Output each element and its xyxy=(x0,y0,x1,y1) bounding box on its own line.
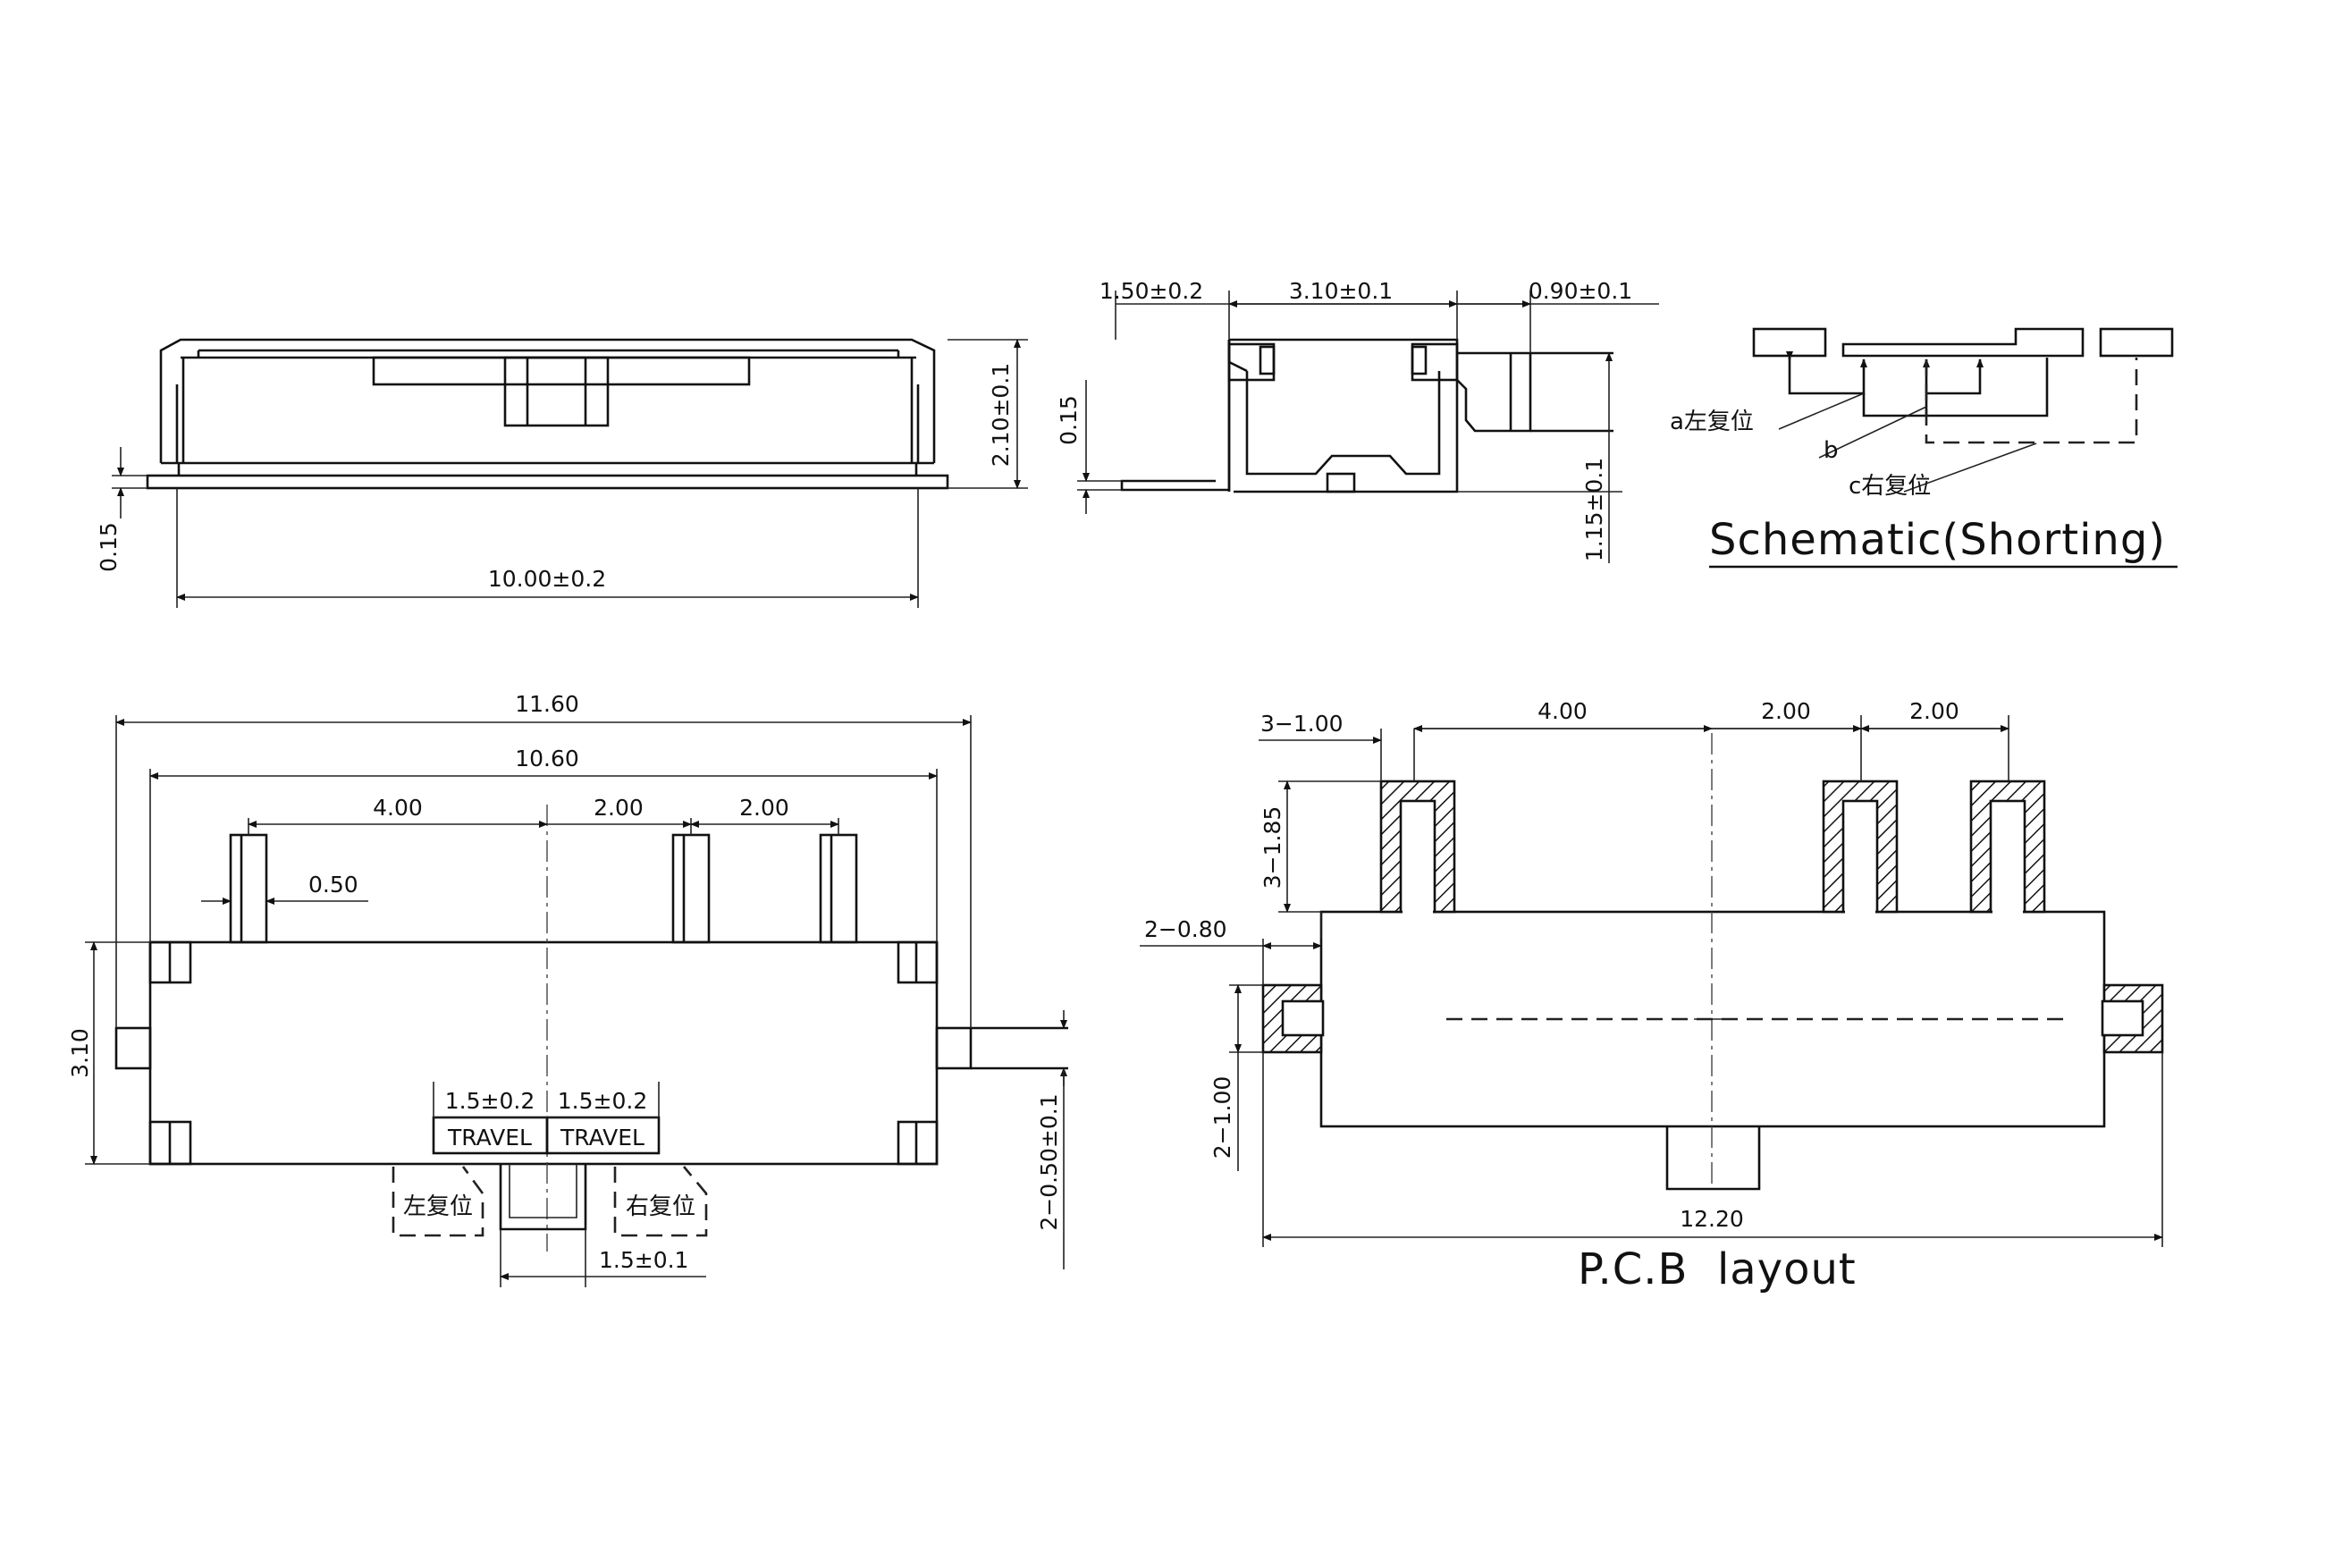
end-base-dim: 0.15 xyxy=(1056,395,1082,445)
pcb-title: P.C.B layout xyxy=(1578,1244,1857,1294)
reset-label-left: 左复位 xyxy=(403,1193,473,1220)
travel-dim-left: 1.5±0.2 xyxy=(445,1088,535,1114)
schematic-label-c: c右复位 xyxy=(1849,473,1931,500)
pcb-overall-dim: 12.20 xyxy=(1680,1206,1744,1232)
side-height-dim: 2.10±0.1 xyxy=(988,363,1014,467)
side-view: 2.10±0.1 0.15 10.00±0.2 xyxy=(96,338,1028,608)
pcb-side-pad-right xyxy=(2101,983,2164,1054)
reset-label-right: 右复位 xyxy=(626,1193,695,1220)
pcb-side-width-dim: 2−0.80 xyxy=(1144,916,1227,942)
top-view: TRAVEL TRAVEL 1.5±0.2 1.5±0.2 左复位 右复位 1.… xyxy=(67,691,1068,1287)
pcb-pad-3 xyxy=(1969,780,2046,914)
top-tab-dim: 2−0.50±0.1 xyxy=(1036,1093,1062,1230)
pcb-pitch2-dim: 2.00 xyxy=(1761,698,1811,724)
schematic-label-b: b xyxy=(1824,437,1839,464)
end-view: 1.50±0.2 3.10±0.1 0.90±0.1 0.15 1.15±0.1 xyxy=(1056,278,1659,563)
schematic: a左复位 b c右复位 Schematic(Shorting) xyxy=(1670,327,2178,569)
pcb-pad-height-dim: 3−1.85 xyxy=(1259,806,1285,889)
pcb-pad-1 xyxy=(1379,780,1456,914)
end-right-dim: 0.90±0.1 xyxy=(1529,278,1632,304)
top-overall-dim: 11.60 xyxy=(515,691,579,717)
top-pitch1-dim: 4.00 xyxy=(373,795,423,821)
travel-label-left: TRAVEL xyxy=(447,1125,532,1151)
actuator-dim: 1.5±0.1 xyxy=(599,1247,688,1273)
travel-label-right: TRAVEL xyxy=(560,1125,644,1151)
pcb-layout: 3−1.00 4.00 2.00 2.00 3−1.85 2−0.80 2−1.… xyxy=(1140,698,2164,1294)
top-pin-dim: 0.50 xyxy=(308,872,358,898)
schematic-label-a: a左复位 xyxy=(1670,409,1754,435)
pcb-side-height-dim: 2−1.00 xyxy=(1209,1076,1235,1159)
top-body-dim: 10.60 xyxy=(515,746,579,771)
top-height-dim: 3.10 xyxy=(67,1028,93,1078)
pcb-pad-width-dim: 3−1.00 xyxy=(1260,711,1344,737)
pcb-pitch3-dim: 2.00 xyxy=(1909,698,1959,724)
end-stem-dim: 1.15±0.1 xyxy=(1581,458,1607,561)
side-length-dim: 10.00±0.2 xyxy=(488,566,606,592)
pcb-pitch1-dim: 4.00 xyxy=(1537,698,1588,724)
travel-dim-right: 1.5±0.2 xyxy=(558,1088,647,1114)
end-body-dim: 3.10±0.1 xyxy=(1289,278,1393,304)
end-left-dim: 1.50±0.2 xyxy=(1099,278,1203,304)
side-base-dim: 0.15 xyxy=(96,522,122,572)
top-pitch3-dim: 2.00 xyxy=(739,795,789,821)
top-pitch2-dim: 2.00 xyxy=(594,795,644,821)
pcb-pad-2 xyxy=(1822,780,1899,914)
pcb-side-pad-left xyxy=(1261,983,1325,1054)
schematic-title: Schematic(Shorting) xyxy=(1709,515,2166,565)
